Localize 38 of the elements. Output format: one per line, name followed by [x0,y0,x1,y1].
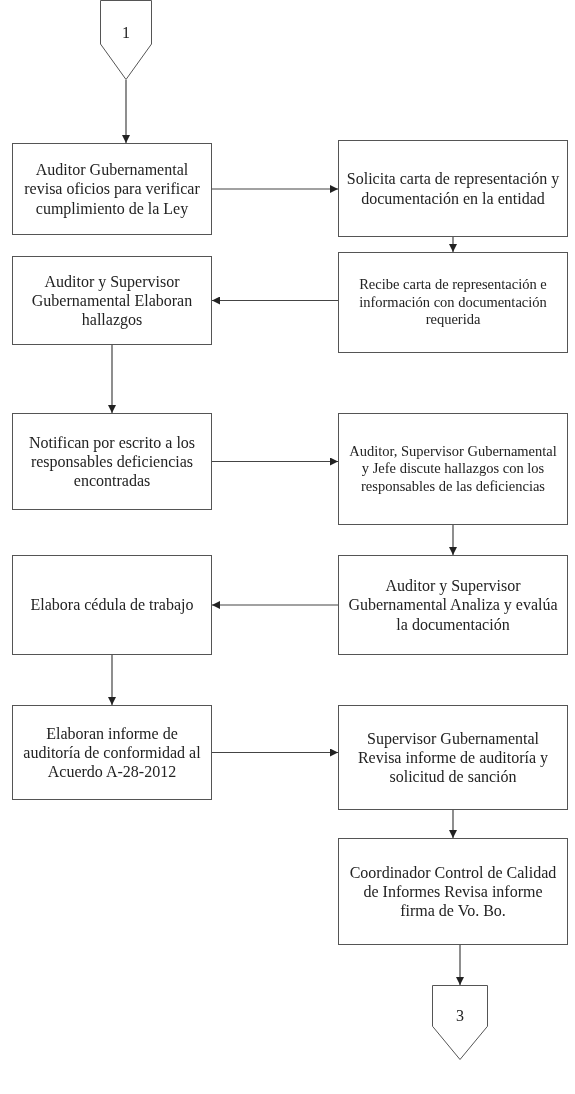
node-text: Elaboran informe de auditoría de conformidad al Acuerdo A-28-2012 [22,723,202,782]
arrow [211,296,339,305]
off-page-connector [100,0,152,80]
node-text: Auditor, Supervisor Gubernamental y Jefe discute hallazgos con los responsables de las deficiencias [348,442,558,496]
node-text: Coordinador Control de Calidad de Informes Revisa informe firma de Vo. Bo. [348,862,558,921]
node-text: Recibe carta de representación e información con documentación requerida [358,276,548,329]
node-text: Auditor y Supervisor Gubernamental Elaboran hallazgos [30,271,194,330]
process-box [338,140,568,237]
node-text: Auditor Gubernamental revisa oficios para verificar cumplimiento de la Ley [23,160,201,218]
process-box [338,252,568,353]
arrow [449,809,457,839]
node-text: Notifican por escrito a los responsables deficiencias encontradas [27,432,197,491]
process-box [338,838,568,945]
node-text: 3 [456,1006,464,1025]
process-box [12,256,212,345]
node-text: Auditor y Supervisor Gubernamental Analiza y evalúa la documentación [347,576,559,634]
arrow [449,524,457,556]
arrow [449,236,457,253]
arrow [108,654,116,706]
arrow [211,185,339,193]
process-box [12,413,212,510]
process-box [12,705,212,800]
arrow [211,748,339,757]
process-box [338,705,568,810]
process-box [338,555,568,655]
arrow [122,79,130,144]
node-text: Elabora cédula de trabajo [30,595,194,615]
arrow [211,457,339,466]
process-box [338,413,568,525]
arrow [108,344,116,414]
arrow [456,944,464,986]
node-text: Solicita carta de representación y documentación en la entidad [345,169,561,208]
off-page-connector [432,985,488,1060]
process-box [12,143,212,235]
process-box [12,555,212,655]
arrow [211,601,339,609]
node-text: 1 [122,24,130,42]
node-text: Supervisor Gubernamental Revisa informe de auditoría y solicitud de sanción [356,728,550,787]
